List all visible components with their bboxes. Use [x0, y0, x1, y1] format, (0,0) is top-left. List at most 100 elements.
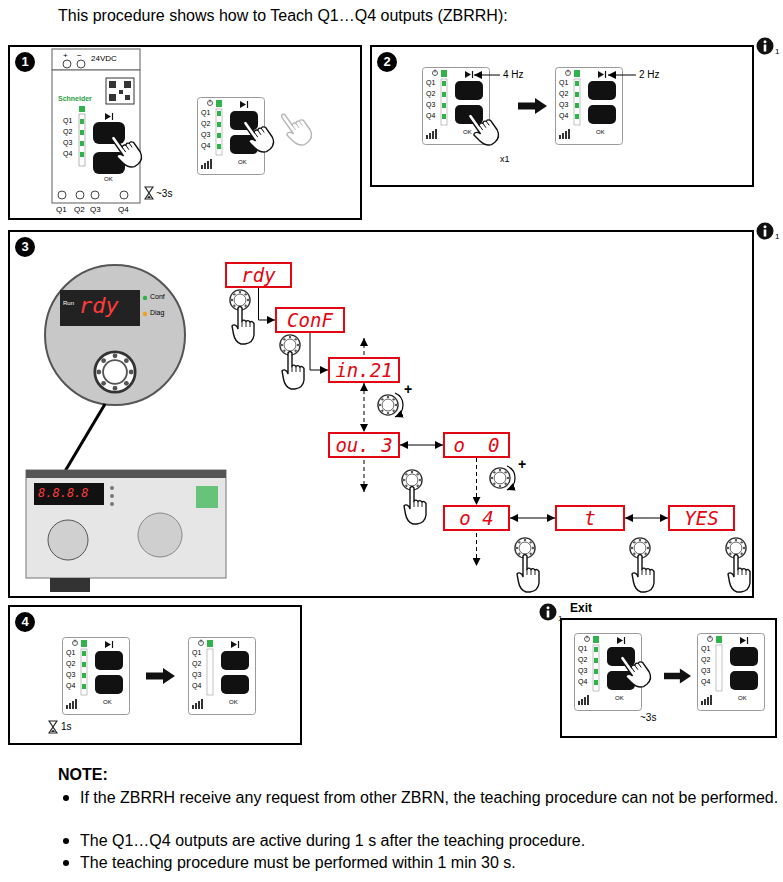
activation-step	[146, 668, 175, 684]
activation-step	[189, 638, 256, 715]
configuration-step	[26, 223, 774, 593]
blink-step	[518, 98, 547, 114]
output-led-label: Q1	[66, 649, 75, 657]
rotation-direction: +	[518, 456, 526, 472]
terminal-polarity: −	[77, 51, 82, 60]
info-index: 1	[558, 614, 562, 623]
title-area: This procedure shows how to Teach Q1…Q4 …	[58, 7, 508, 25]
exit-step	[540, 604, 765, 711]
hub-device	[52, 70, 140, 203]
indicator-label: Conf	[150, 293, 165, 301]
flow-connector	[625, 518, 668, 519]
button-panel	[238, 113, 278, 156]
blink-frequency: 2 Hz	[639, 69, 660, 81]
configuration-step	[196, 486, 218, 508]
configuration-step	[232, 307, 254, 345]
configuration-step	[757, 223, 774, 240]
exit-step	[615, 648, 655, 691]
flow-connector	[259, 288, 276, 320]
note-bullet	[63, 838, 69, 844]
hub-device	[93, 122, 125, 144]
configuration-step	[282, 352, 304, 390]
output-led-label: Q4	[63, 150, 72, 158]
step-panel: 2	[370, 45, 754, 187]
hub-device	[124, 81, 131, 88]
hub-device	[109, 81, 116, 88]
display-screen: YES	[668, 505, 735, 531]
output-led-label: Q4	[201, 142, 210, 150]
configuration-step	[26, 470, 226, 478]
button-label: OK	[738, 695, 747, 702]
output-led-label: Q1	[201, 109, 210, 117]
exit-step	[540, 604, 557, 621]
blink-step	[575, 81, 579, 119]
output-led-label: Q1	[63, 117, 72, 125]
hub-device	[125, 95, 130, 100]
hub-device	[80, 119, 84, 124]
step-number: 3	[15, 237, 35, 257]
hub-device	[63, 60, 71, 68]
button-panel	[276, 106, 316, 149]
display-text: ou. 3	[335, 434, 392, 456]
hub-device	[145, 187, 153, 199]
configuration-step	[143, 312, 147, 316]
activation-step	[49, 638, 256, 734]
step-panel: 4	[8, 605, 302, 745]
display-text: YES	[684, 507, 718, 529]
blink-step	[608, 75, 636, 76]
hub-device	[106, 78, 134, 104]
terminal-label: Q3	[90, 205, 101, 214]
display-screen: o_ 0	[443, 432, 510, 458]
flow-connector	[476, 458, 477, 505]
configuration-step	[632, 555, 654, 593]
exit-heading: Exit	[568, 601, 594, 615]
press-duration: ~3s	[640, 712, 656, 724]
blink-frequency: 4 Hz	[503, 69, 524, 81]
step-panel: 3rdyConFin.21ou. 3o_ 0o 4tYES	[8, 230, 754, 598]
flow-connector	[364, 383, 365, 432]
note-text: If the ZBRRH receive any request from ot…	[80, 788, 780, 807]
button-label: OK	[238, 159, 247, 166]
note-bullet	[63, 795, 69, 866]
rotation-direction: +	[404, 381, 412, 397]
output-led-label: Q3	[63, 139, 72, 147]
display-text: ConF	[287, 309, 333, 331]
output-led-label: Q3	[578, 667, 587, 675]
hub-device	[79, 106, 85, 112]
blink-step	[757, 38, 774, 55]
hub-device	[79, 114, 85, 166]
configuration-step	[138, 513, 182, 557]
output-led-label: Q3	[426, 101, 435, 109]
configuration-step	[728, 555, 750, 593]
configuration-step	[95, 352, 135, 392]
flow-connector	[510, 518, 555, 519]
output-led-label: Q1	[192, 649, 201, 657]
exit-step	[664, 669, 691, 684]
button-panel	[198, 98, 316, 175]
hub-device	[52, 49, 140, 70]
output-led-label: Q4	[578, 678, 587, 686]
configuration-step	[110, 502, 114, 506]
configuration-step	[395, 393, 403, 417]
flow-connector	[400, 445, 443, 446]
output-led-label: Q3	[701, 667, 710, 675]
press-duration: ~3s	[156, 188, 172, 200]
configuration-step	[378, 395, 398, 415]
output-led-label: Q2	[701, 656, 710, 664]
configuration-step	[476, 533, 477, 566]
display-text: o 4	[459, 507, 493, 529]
button-label: OK	[104, 176, 113, 183]
output-led-label: Q2	[578, 656, 587, 664]
hub-device	[109, 94, 116, 101]
display-text: t	[584, 507, 595, 529]
output-led-label: Q3	[201, 131, 210, 139]
page-title: This procedure shows how to Teach Q1…Q4 …	[58, 7, 508, 25]
blink-step	[474, 75, 500, 76]
configuration-step	[364, 338, 365, 355]
display-screen: ConF	[275, 307, 345, 333]
activation-step	[49, 721, 57, 733]
blink-step	[442, 81, 446, 119]
output-led-label: Q2	[559, 90, 568, 98]
configuration-step	[490, 468, 510, 488]
configuration-step	[50, 578, 90, 592]
